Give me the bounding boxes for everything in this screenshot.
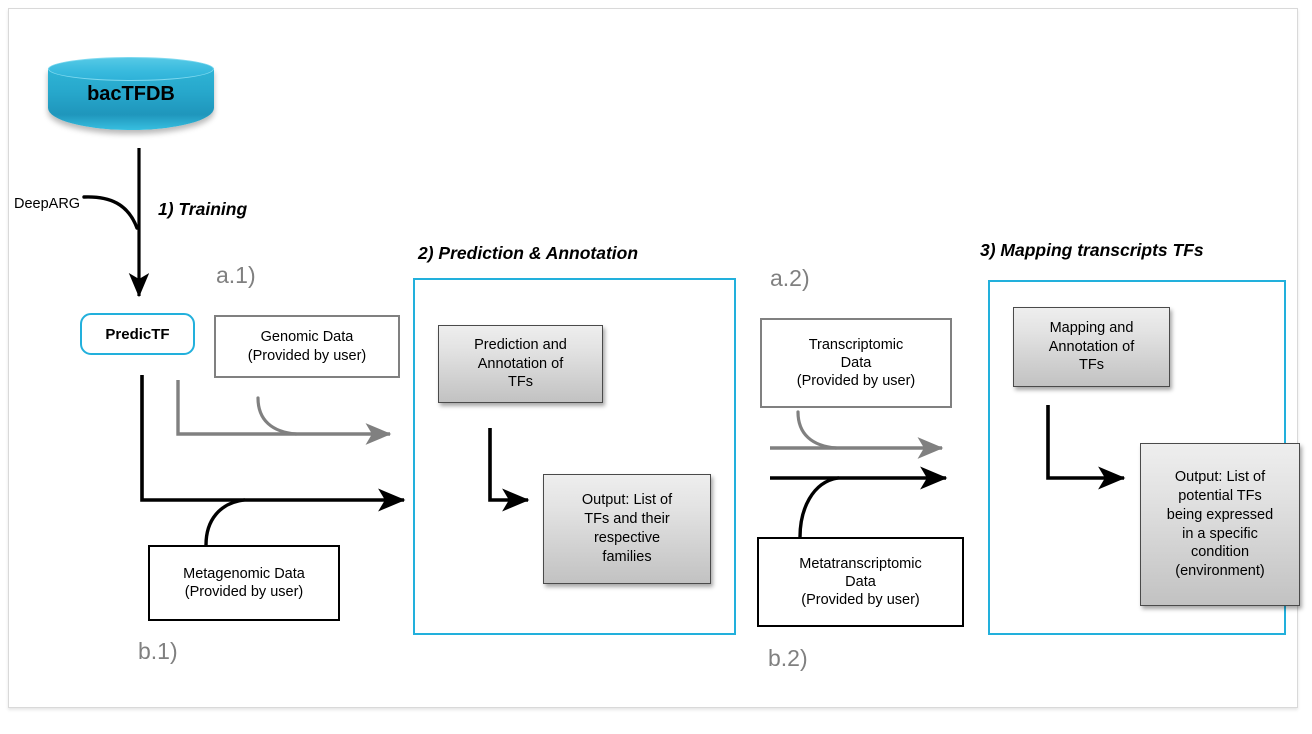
branch-label-a1: a.1): [216, 262, 256, 288]
transcriptomic-data-line1: Transcriptomic: [808, 336, 904, 353]
transcriptomic-data-box: Transcriptomic Data (Provided by user): [760, 318, 952, 408]
cylinder-top-ellipse: [48, 57, 214, 81]
genomic-data-box: Genomic Data (Provided by user): [214, 315, 400, 378]
panel3-output-box: Output: List of potential TFs being expr…: [1140, 443, 1300, 606]
database-label: bacTFDB: [87, 83, 175, 105]
metagenomic-data-line2: (Provided by user): [184, 584, 304, 600]
deeparg-label: DeepARG: [14, 196, 81, 212]
transcriptomic-data-line2: Data: [840, 354, 872, 371]
panel3-output-line4: in a specific: [1182, 525, 1258, 542]
panel2-process-line2: Annotation of: [477, 355, 564, 372]
predictf-box: PredicTF: [80, 313, 195, 355]
panel2-output-line1: Output: List of: [581, 492, 673, 509]
bactfdb-database-cylinder: bacTFDB: [48, 57, 214, 140]
branch-label-a2: a.2): [770, 265, 810, 291]
panel3-output-line6: (environment): [1175, 563, 1265, 580]
panel3-output-line2: potential TFs: [1178, 487, 1262, 504]
transcriptomic-data-line3: (Provided by user): [796, 373, 916, 390]
panel2-process-box: Prediction and Annotation of TFs: [438, 325, 603, 403]
metagenomic-data-box: Metagenomic Data (Provided by user): [148, 545, 340, 621]
step-2-title: 2) Prediction & Annotation: [418, 243, 639, 263]
metatranscriptomic-data-line3: (Provided by user): [801, 592, 920, 609]
panel3-output-line1: Output: List of: [1174, 468, 1266, 485]
panel3-output-line5: condition: [1190, 544, 1250, 561]
step-1-title: 1) Training: [158, 199, 248, 219]
genomic-data-line2: (Provided by user): [247, 347, 367, 364]
panel3-process-line1: Mapping and: [1049, 319, 1134, 336]
panel3-process-line2: Annotation of: [1048, 338, 1135, 355]
branch-label-b2: b.2): [768, 645, 808, 671]
panel2-process-line3: TFs: [508, 374, 533, 391]
metatranscriptomic-data-line2: Data: [845, 573, 876, 590]
step-3-title: 3) Mapping transcripts TFs: [980, 240, 1204, 260]
predictf-label: PredicTF: [105, 325, 170, 343]
panel2-output-box: Output: List of TFs and their respective…: [543, 474, 711, 584]
branch-label-b1: b.1): [138, 638, 178, 664]
panel2-output-line3: respective: [593, 530, 661, 546]
genomic-data-line1: Genomic Data: [260, 329, 354, 346]
metatranscriptomic-data-line1: Metatranscriptomic: [799, 555, 922, 572]
metatranscriptomic-data-box: Metatranscriptomic Data (Provided by use…: [757, 537, 964, 627]
panel2-output-line2: TFs and their: [584, 511, 670, 528]
panel2-output-line4: families: [602, 548, 652, 565]
panel3-process-box: Mapping and Annotation of TFs: [1013, 307, 1170, 387]
panel3-process-line3: TFs: [1079, 357, 1104, 374]
metagenomic-data-line1: Metagenomic Data: [183, 565, 305, 582]
panel2-process-line1: Prediction and: [474, 336, 567, 353]
panel3-output-line3: being expressed: [1166, 506, 1274, 523]
